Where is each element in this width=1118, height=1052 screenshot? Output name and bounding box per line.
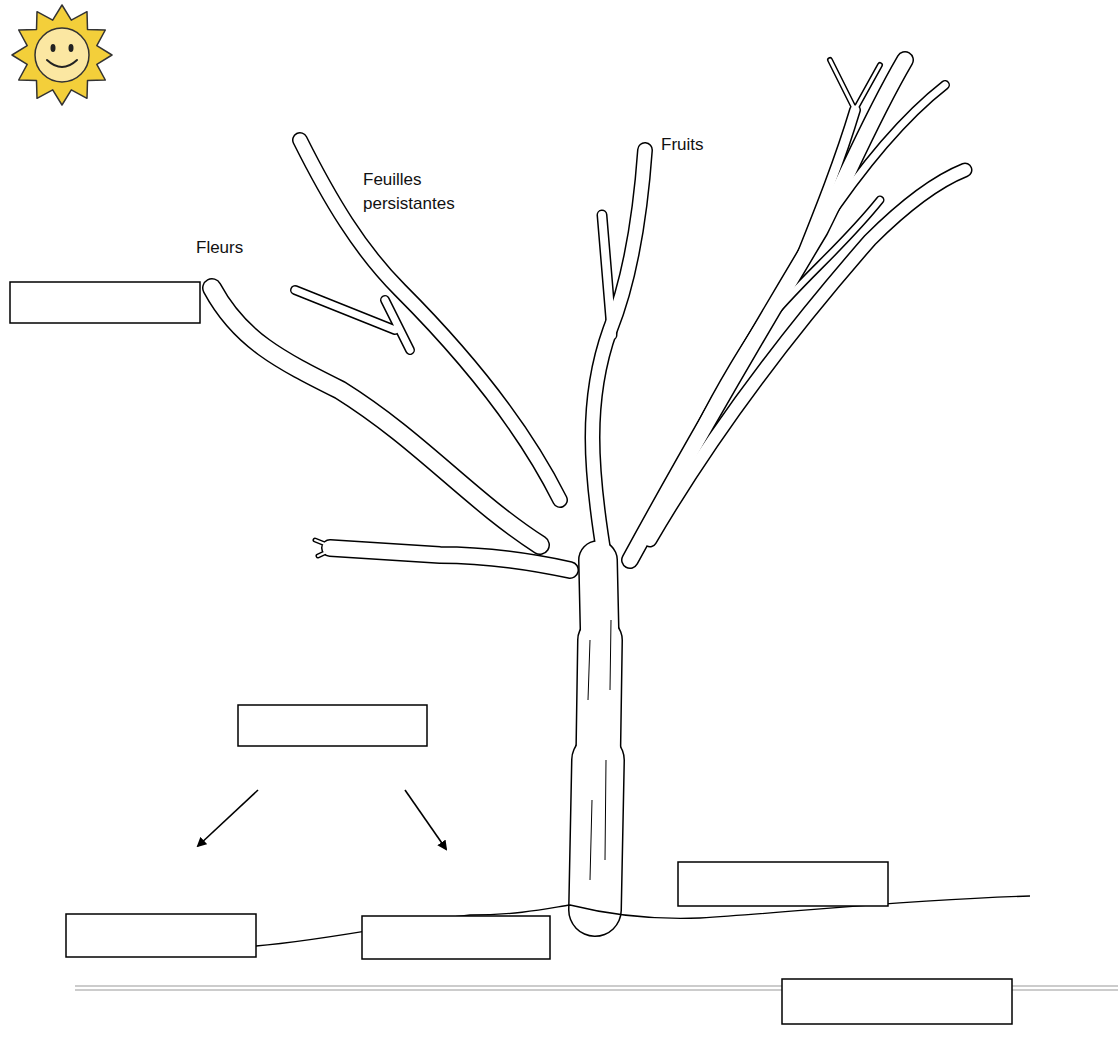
part-label: Fruits — [661, 133, 704, 157]
pointer-arrows — [198, 790, 446, 849]
tree-outline — [212, 60, 965, 910]
answer-boxes — [10, 282, 1012, 1024]
tree-fill — [212, 60, 965, 910]
part-label: Fleurs — [196, 236, 243, 260]
part-label: Feuilles persistantes — [363, 168, 475, 216]
bark-lines — [588, 620, 611, 880]
sun-icon — [12, 5, 112, 105]
